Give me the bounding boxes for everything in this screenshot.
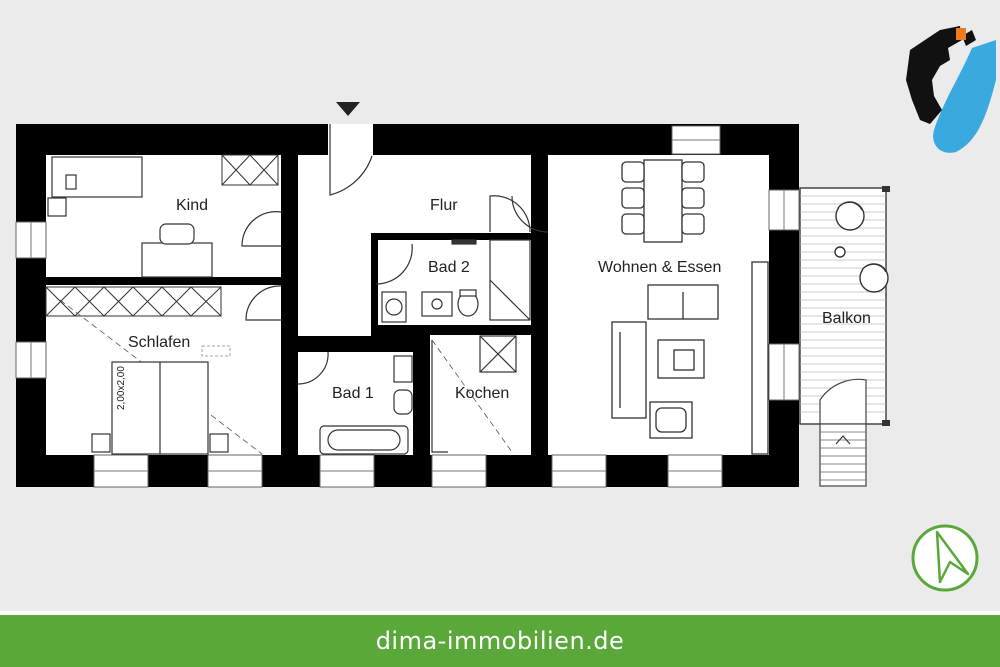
bed-kind: [47, 156, 143, 217]
living-furniture: [611, 261, 769, 455]
room-label-bad1: Bad 1: [332, 385, 374, 402]
room-label-schlafen: Schlafen: [128, 334, 190, 351]
kitchen-fixtures: [431, 335, 517, 453]
room-label-flur: Flur: [430, 197, 458, 214]
room-flur: [298, 155, 531, 233]
room-label-bad2: Bad 2: [428, 259, 470, 276]
floor-plan: 2,00x2,00 Kind Flur Bad 2 Wohnen: [15, 26, 996, 592]
bed-size-label: 2,00x2,00: [116, 366, 127, 410]
room-label-kind: Kind: [176, 197, 208, 214]
wardrobe-schlafen: [45, 286, 222, 317]
bad1-fixtures: [319, 355, 413, 455]
north-arrow-icon: [911, 524, 979, 592]
balcony-chairs: [834, 201, 889, 293]
location-map-icon: [906, 26, 996, 153]
footer-divider: [0, 611, 1000, 615]
entrance-arrow-icon: [336, 102, 360, 116]
balcony-stairs: [819, 378, 867, 487]
website-link[interactable]: dima-immobilien.de: [375, 627, 625, 655]
room-label-balkon: Balkon: [822, 310, 871, 327]
bad2-fixtures: [381, 239, 531, 323]
bed-schlafen: [91, 361, 229, 455]
flur-lower: [298, 233, 371, 336]
room-label-kochen: Kochen: [455, 385, 509, 402]
room-label-wohnen: Wohnen & Essen: [598, 259, 721, 276]
footer-bar: dima-immobilien.de: [0, 615, 1000, 667]
dining-set: [621, 159, 705, 243]
desk-kind: [141, 223, 213, 278]
wardrobe-kind: [221, 154, 279, 186]
